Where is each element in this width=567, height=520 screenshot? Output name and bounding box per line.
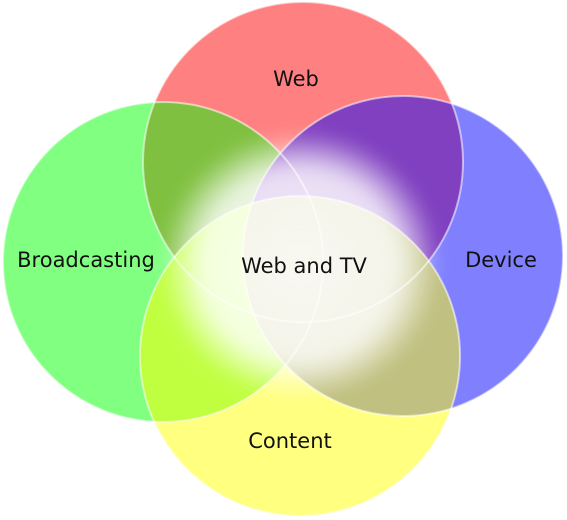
center-glow: [160, 130, 440, 400]
center-label: Web and TV: [241, 254, 367, 278]
device-circle-outline: [242, 95, 564, 417]
web-circle-outline: [142, 1, 464, 323]
broadcasting-circle-outline: [2, 101, 324, 423]
device-label: Device: [465, 248, 537, 272]
content-circle-outline: [139, 195, 461, 517]
broadcasting-label: Broadcasting: [17, 248, 155, 272]
content-label: Content: [248, 429, 332, 453]
web-label: Web: [273, 67, 319, 91]
